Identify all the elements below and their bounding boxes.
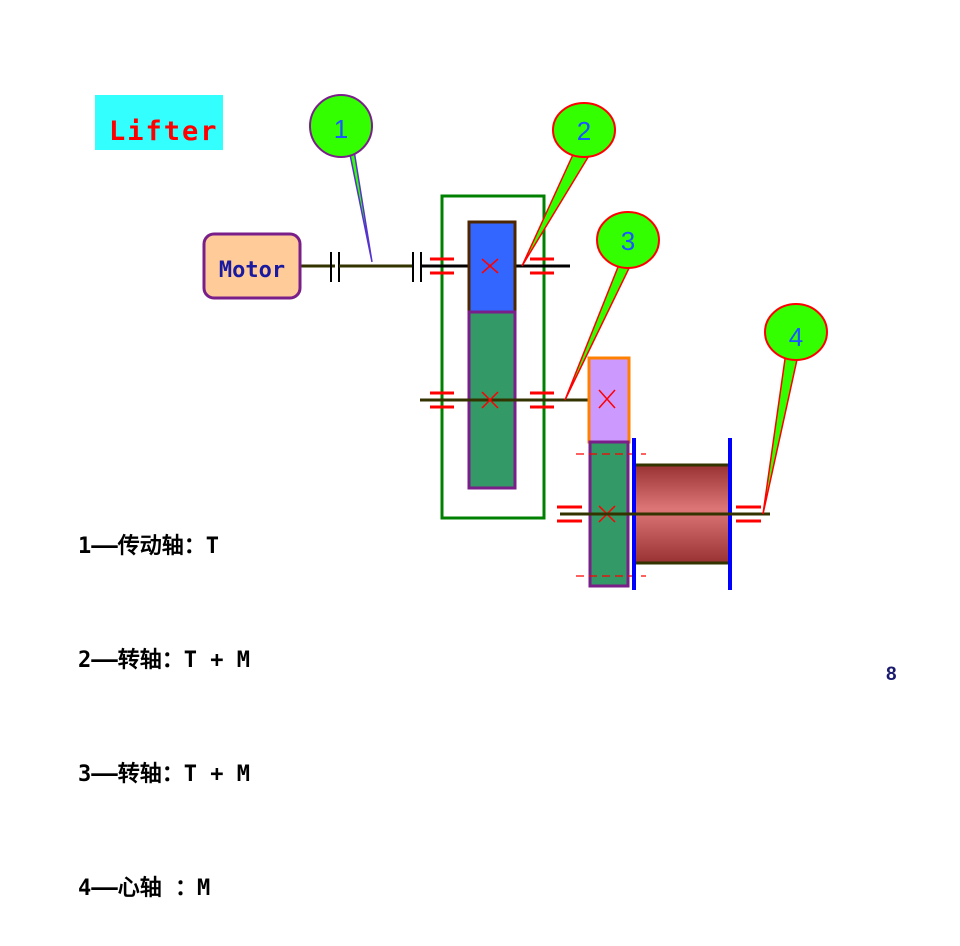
callout-1-label: 1 bbox=[334, 114, 348, 144]
lifter-diagram: Motor 1 2 3 4 bbox=[202, 94, 828, 590]
shaft-legend: 1——传动轴：T 2——转轴：T + M 3——转轴：T + M 4——心轴 ：… bbox=[78, 452, 250, 946]
diagram-title: Lifter bbox=[109, 116, 219, 147]
callout-1-bubble bbox=[309, 94, 373, 158]
page-number: 8 bbox=[886, 664, 897, 685]
shaft-3-bearings bbox=[430, 391, 554, 409]
callout-2-pointer bbox=[521, 147, 592, 267]
legend-item-1: 1——传动轴：T bbox=[78, 534, 219, 559]
legend-item-2: 2——转轴：T + M bbox=[78, 648, 250, 673]
gearbox-housing bbox=[440, 194, 546, 520]
callout-4-pointer bbox=[762, 351, 799, 515]
intermediate-center-mark bbox=[481, 391, 499, 409]
motor-label: Motor bbox=[219, 258, 285, 283]
callout-3-label: 3 bbox=[621, 226, 635, 256]
motor-box bbox=[202, 232, 302, 300]
shaft-2-bearings bbox=[430, 257, 554, 275]
legend-item-3: 3——转轴：T + M bbox=[78, 762, 250, 787]
output-pinion bbox=[587, 356, 631, 444]
title-box bbox=[95, 95, 223, 150]
callout-2-label: 2 bbox=[577, 116, 591, 146]
callout-2-bubble bbox=[552, 102, 616, 158]
shaft-4-bearings bbox=[557, 505, 761, 523]
output-pinion-center-mark bbox=[598, 389, 616, 409]
callout-4-label: 4 bbox=[789, 322, 803, 352]
callout-3-bubble bbox=[596, 211, 660, 269]
pinion-center-mark bbox=[481, 258, 499, 274]
callout-4-bubble bbox=[764, 303, 828, 361]
legend-item-4: 4——心轴 ：M bbox=[78, 876, 211, 901]
